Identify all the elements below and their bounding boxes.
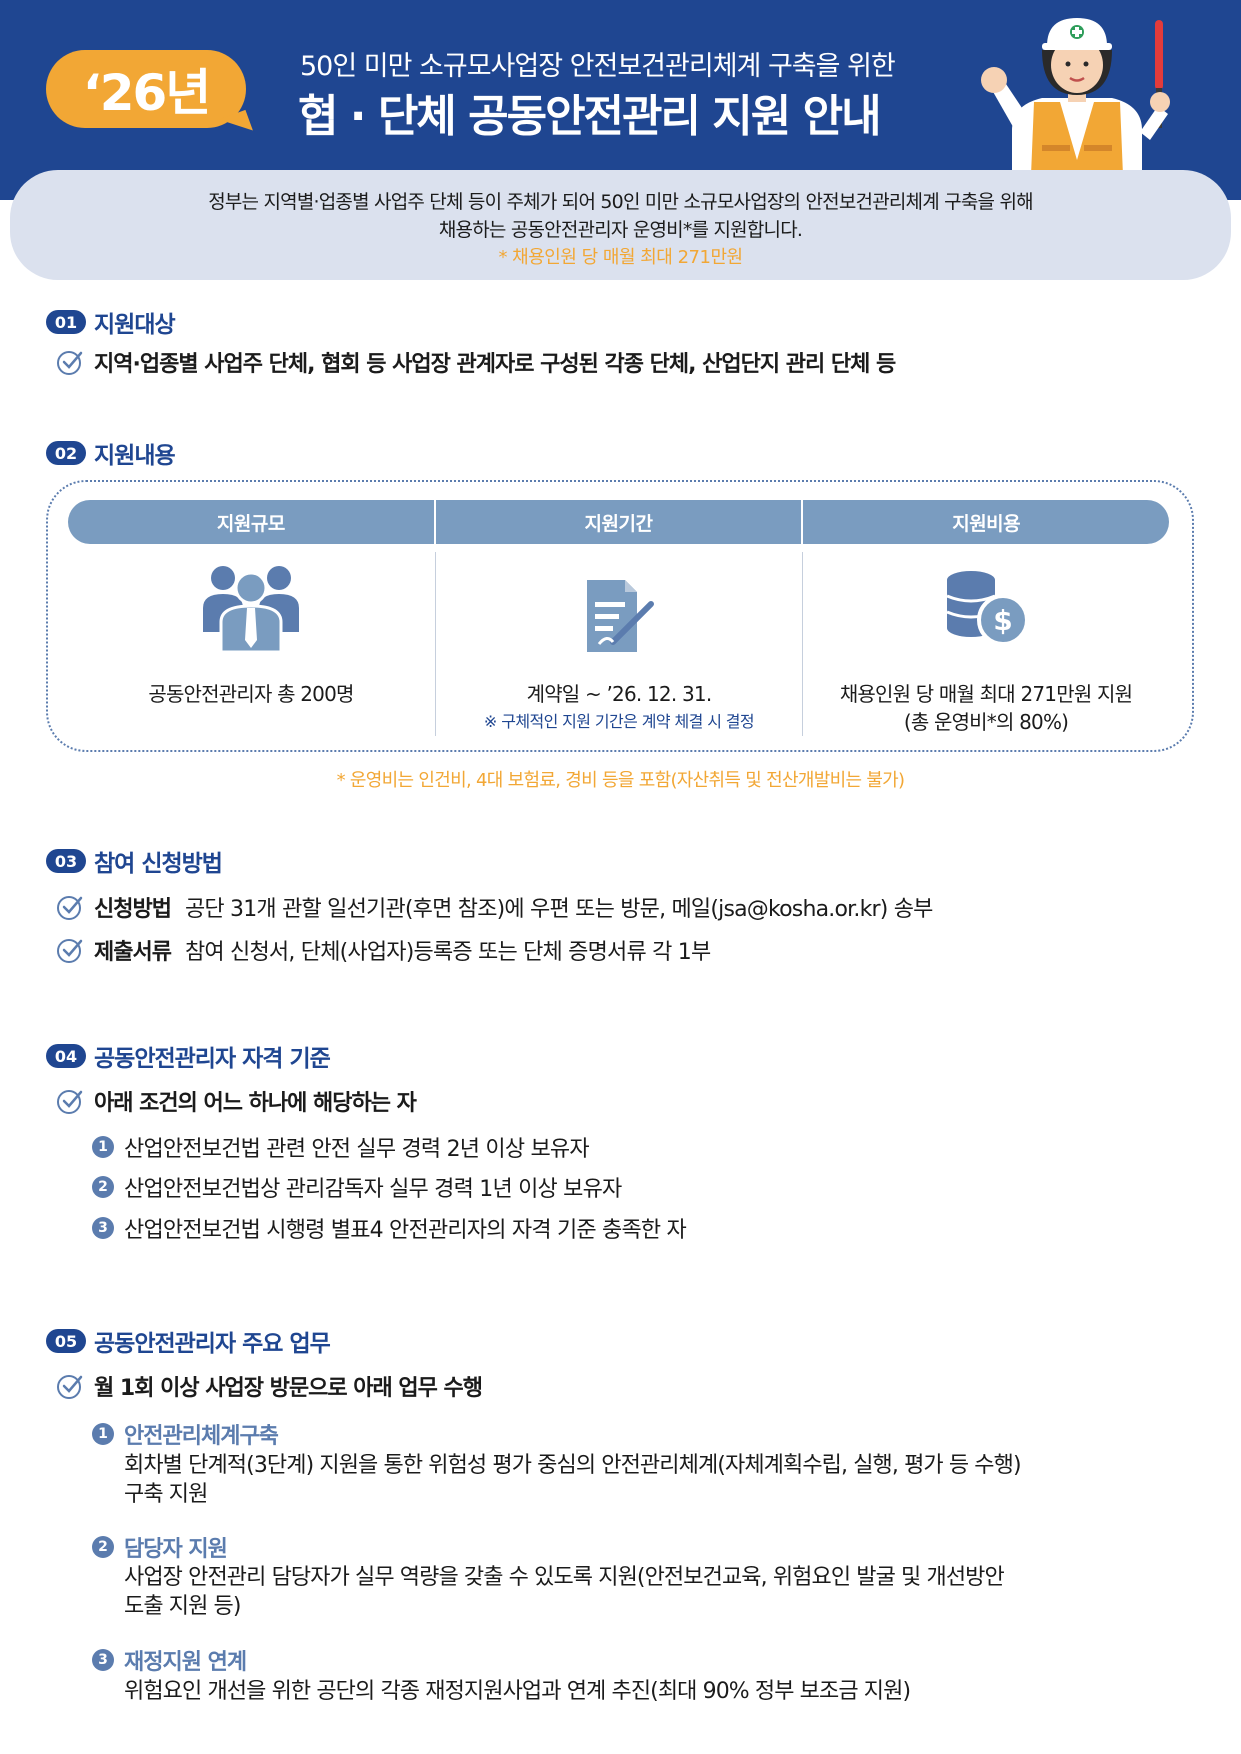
number-badge: 1 bbox=[92, 1423, 114, 1445]
period-note: ※ 구체적인 지원 기간은 계약 체결 시 결정 bbox=[483, 712, 755, 731]
duty-description: 회차별 단계적(3단계) 지원을 통한 위험성 평가 중심의 안전관리체계(자체… bbox=[124, 1451, 1214, 1509]
svg-text:$: $ bbox=[993, 604, 1012, 637]
year-badge: ‘26년 bbox=[46, 50, 246, 128]
qualification-text: 산업안전보건법 관련 안전 실무 경력 2년 이상 보유자 bbox=[124, 1137, 590, 1162]
qualification-item: 2 산업안전보건법상 관리감독자 실무 경력 1년 이상 보유자 bbox=[92, 1171, 622, 1203]
number-badge: 3 bbox=[92, 1217, 114, 1239]
period-text: 계약일 ~ ’26. 12. 31. bbox=[526, 682, 713, 706]
section-number: 04 bbox=[46, 1044, 86, 1068]
docs-label: 제출서류 bbox=[94, 940, 172, 965]
duty-desc-line: 위험요인 개선을 위한 공단의 각종 재정지원사업과 연계 추진(최대 90% … bbox=[124, 1679, 911, 1704]
qualification-lead-text: 아래 조건의 어느 하나에 해당하는 자 bbox=[94, 1091, 417, 1116]
docs-text: 참여 신청서, 단체(사업자)등록증 또는 단체 증명서류 각 1부 bbox=[184, 940, 711, 965]
duty-desc-line: 구축 지원 bbox=[124, 1482, 208, 1507]
check-circle-icon bbox=[57, 1090, 83, 1114]
qualification-text: 산업안전보건법 시행령 별표4 안전관리자의 자격 기준 충족한 자 bbox=[124, 1218, 687, 1243]
check-circle-icon bbox=[57, 351, 83, 375]
duty-title: 안전관리체계구축 bbox=[124, 1424, 279, 1449]
section-number: 03 bbox=[46, 849, 86, 873]
coins-dollar-icon: $ bbox=[946, 571, 1029, 646]
duty-description: 위험요인 개선을 위한 공단의 각종 재정지원사업과 연계 추진(최대 90% … bbox=[124, 1677, 1214, 1706]
duty-title: 재정지원 연계 bbox=[124, 1650, 247, 1675]
intro-box: 정부는 지역별·업종별 사업주 단체 등이 주체가 되어 50인 미만 소규모사… bbox=[10, 170, 1231, 280]
section-title: 지원내용 bbox=[94, 443, 176, 469]
duty-heading: 2 담당자 지원 bbox=[92, 1531, 228, 1563]
target-text: 지역·업종별 사업주 단체, 협회 등 사업장 관계자로 구성된 각종 단체, … bbox=[94, 352, 896, 377]
intro-line-2: 채용하는 공동안전관리자 운영비*를 지원합니다. bbox=[438, 219, 803, 241]
duties-lead: 월 1회 이상 사업장 방문으로 아래 업무 수행 bbox=[56, 1370, 483, 1402]
section-number: 01 bbox=[46, 310, 86, 334]
section-number: 05 bbox=[46, 1329, 86, 1353]
scale-text: 공동안전관리자 총 200명 bbox=[148, 682, 354, 706]
people-group-icon bbox=[203, 566, 299, 654]
cost-text-1: 채용인원 당 매월 최대 271만원 지원 bbox=[839, 682, 1133, 706]
section-03-heading: 03 참여 신청방법 bbox=[46, 844, 223, 878]
contract-document-icon bbox=[587, 580, 654, 652]
support-content-box bbox=[46, 480, 1194, 752]
check-circle-icon bbox=[57, 1375, 83, 1399]
method-text: 공단 31개 관할 일선기관(후면 참조)에 우편 또는 방문, 메일(jsa@… bbox=[184, 897, 933, 922]
column-cost: $ 채용인원 당 매월 최대 271만원 지원 (총 운영비*의 80%) bbox=[803, 560, 1169, 736]
column-period: 계약일 ~ ’26. 12. 31. ※ 구체적인 지원 기간은 계약 체결 시… bbox=[436, 560, 802, 732]
number-badge: 1 bbox=[92, 1136, 114, 1158]
header-subtitle: 50인 미만 소규모사업장 안전보건관리체계 구축을 위한 bbox=[300, 51, 896, 82]
section-title: 참여 신청방법 bbox=[94, 851, 223, 877]
section-number: 02 bbox=[46, 441, 86, 465]
qualification-item: 1 산업안전보건법 관련 안전 실무 경력 2년 이상 보유자 bbox=[92, 1131, 590, 1163]
section-01-heading: 01 지원대상 bbox=[46, 305, 176, 339]
cost-text-2: (총 운영비*의 80%) bbox=[903, 710, 1069, 734]
section-title: 공동안전관리자 자격 기준 bbox=[94, 1046, 331, 1072]
duty-description: 사업장 안전관리 담당자가 실무 역량을 갖출 수 있도록 지원(안전보건교육,… bbox=[124, 1563, 1214, 1621]
duty-desc-line: 회차별 단계적(3단계) 지원을 통한 위험성 평가 중심의 안전관리체계(자체… bbox=[124, 1453, 1022, 1478]
target-item: 지역·업종별 사업주 단체, 협회 등 사업장 관계자로 구성된 각종 단체, … bbox=[56, 346, 896, 378]
submission-docs-item: 제출서류 참여 신청서, 단체(사업자)등록증 또는 단체 증명서류 각 1부 bbox=[56, 934, 711, 966]
header-title: 협 · 단체 공동안전관리 지원 안내 bbox=[298, 91, 882, 142]
check-circle-icon bbox=[57, 896, 83, 920]
operating-cost-footnote: * 운영비는 인건비, 4대 보험료, 경비 등을 포함(자산취득 및 전산개발… bbox=[336, 770, 905, 791]
duties-lead-text: 월 1회 이상 사업장 방문으로 아래 업무 수행 bbox=[94, 1376, 483, 1401]
application-method-item: 신청방법 공단 31개 관할 일선기관(후면 참조)에 우편 또는 방문, 메일… bbox=[56, 891, 933, 923]
intro-note: * 채용인원 당 매월 최대 271만원 bbox=[498, 247, 743, 268]
section-title: 지원대상 bbox=[94, 312, 176, 338]
column-divider bbox=[802, 552, 803, 736]
duty-heading: 3 재정지원 연계 bbox=[92, 1644, 247, 1676]
qualification-text: 산업안전보건법상 관리감독자 실무 경력 1년 이상 보유자 bbox=[124, 1177, 622, 1202]
number-badge: 2 bbox=[92, 1536, 114, 1558]
duty-title: 담당자 지원 bbox=[124, 1537, 228, 1562]
column-scale: 공동안전관리자 총 200명 bbox=[68, 560, 434, 708]
header-cell-cost: 지원비용 bbox=[801, 500, 1169, 544]
number-badge: 2 bbox=[92, 1176, 114, 1198]
year-text: ‘26년 bbox=[82, 64, 212, 122]
support-table-header: 지원규모 지원기간 지원비용 bbox=[68, 500, 1169, 544]
qualification-lead: 아래 조건의 어느 하나에 해당하는 자 bbox=[56, 1085, 417, 1117]
section-05-heading: 05 공동안전관리자 주요 업무 bbox=[46, 1324, 331, 1358]
qualification-item: 3 산업안전보건법 시행령 별표4 안전관리자의 자격 기준 충족한 자 bbox=[92, 1212, 687, 1244]
section-02-heading: 02 지원내용 bbox=[46, 436, 176, 470]
section-title: 공동안전관리자 주요 업무 bbox=[94, 1331, 331, 1357]
header-cell-scale: 지원규모 bbox=[216, 512, 285, 535]
check-circle-icon bbox=[57, 939, 83, 963]
method-label: 신청방법 bbox=[94, 897, 172, 922]
header-cell-period: 지원기간 bbox=[433, 500, 802, 544]
header-banner: ‘26년 50인 미만 소규모사업장 안전보건관리체계 구축을 위한 협 · 단… bbox=[0, 0, 1241, 200]
duty-desc-line: 사업장 안전관리 담당자가 실무 역량을 갖출 수 있도록 지원(안전보건교육,… bbox=[124, 1565, 1005, 1590]
column-divider bbox=[435, 552, 436, 736]
duty-heading: 1 안전관리체계구축 bbox=[92, 1418, 279, 1450]
duty-desc-line: 도출 지원 등) bbox=[124, 1594, 241, 1619]
number-badge: 3 bbox=[92, 1649, 114, 1671]
section-04-heading: 04 공동안전관리자 자격 기준 bbox=[46, 1039, 331, 1073]
intro-line-1: 정부는 지역별·업종별 사업주 단체 등이 주체가 되어 50인 미만 소규모사… bbox=[208, 191, 1033, 213]
